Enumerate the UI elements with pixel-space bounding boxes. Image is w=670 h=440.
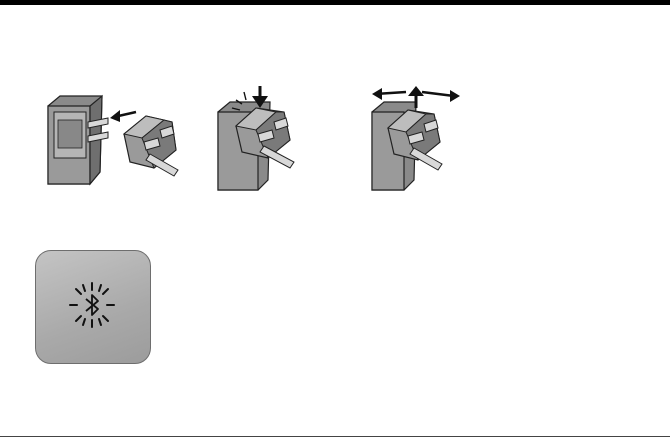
- bluetooth-indicator-tile: [35, 250, 151, 364]
- bluetooth-blink-icon: [36, 251, 150, 363]
- adapter-remove-icon: [366, 86, 466, 194]
- top-rule: [0, 0, 670, 5]
- adapter-attach-icon: [38, 92, 188, 194]
- bottom-rule: [0, 436, 670, 437]
- adapter-press-icon: [214, 86, 324, 194]
